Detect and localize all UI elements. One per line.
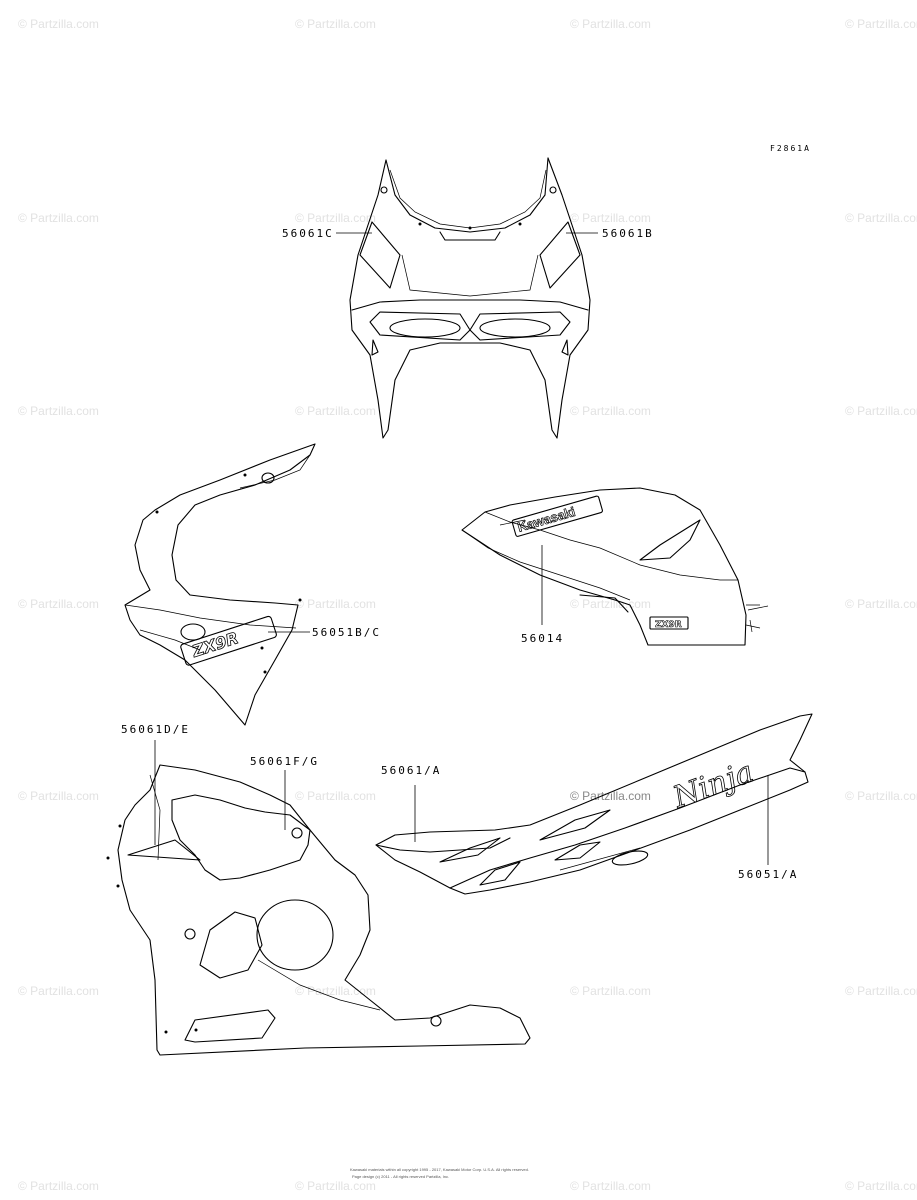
watermark: © Partzilla.com <box>18 984 99 998</box>
side-fairing-icon[interactable]: ZX9R <box>124 443 316 726</box>
watermark: © Partzilla.com <box>18 404 99 418</box>
watermark: © Partzilla.com <box>295 1179 376 1193</box>
seat-cowl-icon[interactable]: Ninja <box>375 713 813 895</box>
watermark: © Partzilla.com <box>18 17 99 31</box>
watermark: © Partzilla.com <box>295 404 376 418</box>
watermark: © Partzilla.com <box>845 404 917 418</box>
watermark: © Partzilla.com <box>845 211 917 225</box>
watermark: © Partzilla.com <box>570 211 651 225</box>
watermark-layer: © Partzilla.com © Partzilla.com © Partzi… <box>18 17 917 1193</box>
callout-56061de[interactable]: 56061D/E <box>121 723 190 736</box>
watermark: © Partzilla.com <box>295 211 376 225</box>
watermark: © Partzilla.com <box>18 211 99 225</box>
watermark: © Partzilla.com <box>18 789 99 803</box>
watermark: © Partzilla.com <box>295 984 376 998</box>
callout-56061b[interactable]: 56061B <box>602 227 654 240</box>
watermark: © Partzilla.com <box>845 984 917 998</box>
watermark: © Partzilla.com <box>570 404 651 418</box>
watermark: © Partzilla.com <box>18 1179 99 1193</box>
watermark: © Partzilla.com <box>570 1179 651 1193</box>
upper-fairing-icon[interactable] <box>349 157 591 439</box>
callout-56051bc[interactable]: 56051B/C <box>312 626 381 639</box>
watermark: © Partzilla.com <box>845 789 917 803</box>
callout-56014[interactable]: 56014 <box>521 632 564 645</box>
copyright-line-2: Page design (c) 2011 - All rights reserv… <box>352 1174 449 1179</box>
callout-56051a[interactable]: 56051/A <box>738 868 798 881</box>
decal-ninja-tail: Ninja <box>668 754 758 815</box>
watermark: © Partzilla.com <box>570 17 651 31</box>
callout-56061a[interactable]: 56061/A <box>381 764 441 777</box>
callout-56061c[interactable]: 56061C <box>282 227 334 240</box>
decal-zx9r-tank: ZX9R <box>655 620 682 630</box>
watermark: © Partzilla.com <box>845 1179 917 1193</box>
watermark: © Partzilla.com <box>845 17 917 31</box>
watermark: © Partzilla.com <box>570 984 651 998</box>
figure-id: F2861A <box>770 144 811 153</box>
watermark: © Partzilla.com <box>295 789 376 803</box>
watermark: © Partzilla.com <box>845 597 917 611</box>
watermark: © Partzilla.com <box>295 17 376 31</box>
copyright-line-1: Kawasaki materials within all copyright … <box>350 1167 529 1172</box>
fuel-tank-icon[interactable]: Kawasaki ZX9R <box>461 487 769 646</box>
watermark: © Partzilla.com <box>570 789 651 803</box>
callout-56061fg[interactable]: 56061F/G <box>250 755 319 768</box>
lower-fairing-icon[interactable] <box>106 764 531 1056</box>
watermark: © Partzilla.com <box>295 597 376 611</box>
decal-kawasaki-tank: Kawasaki <box>516 504 577 535</box>
watermark: © Partzilla.com <box>18 597 99 611</box>
